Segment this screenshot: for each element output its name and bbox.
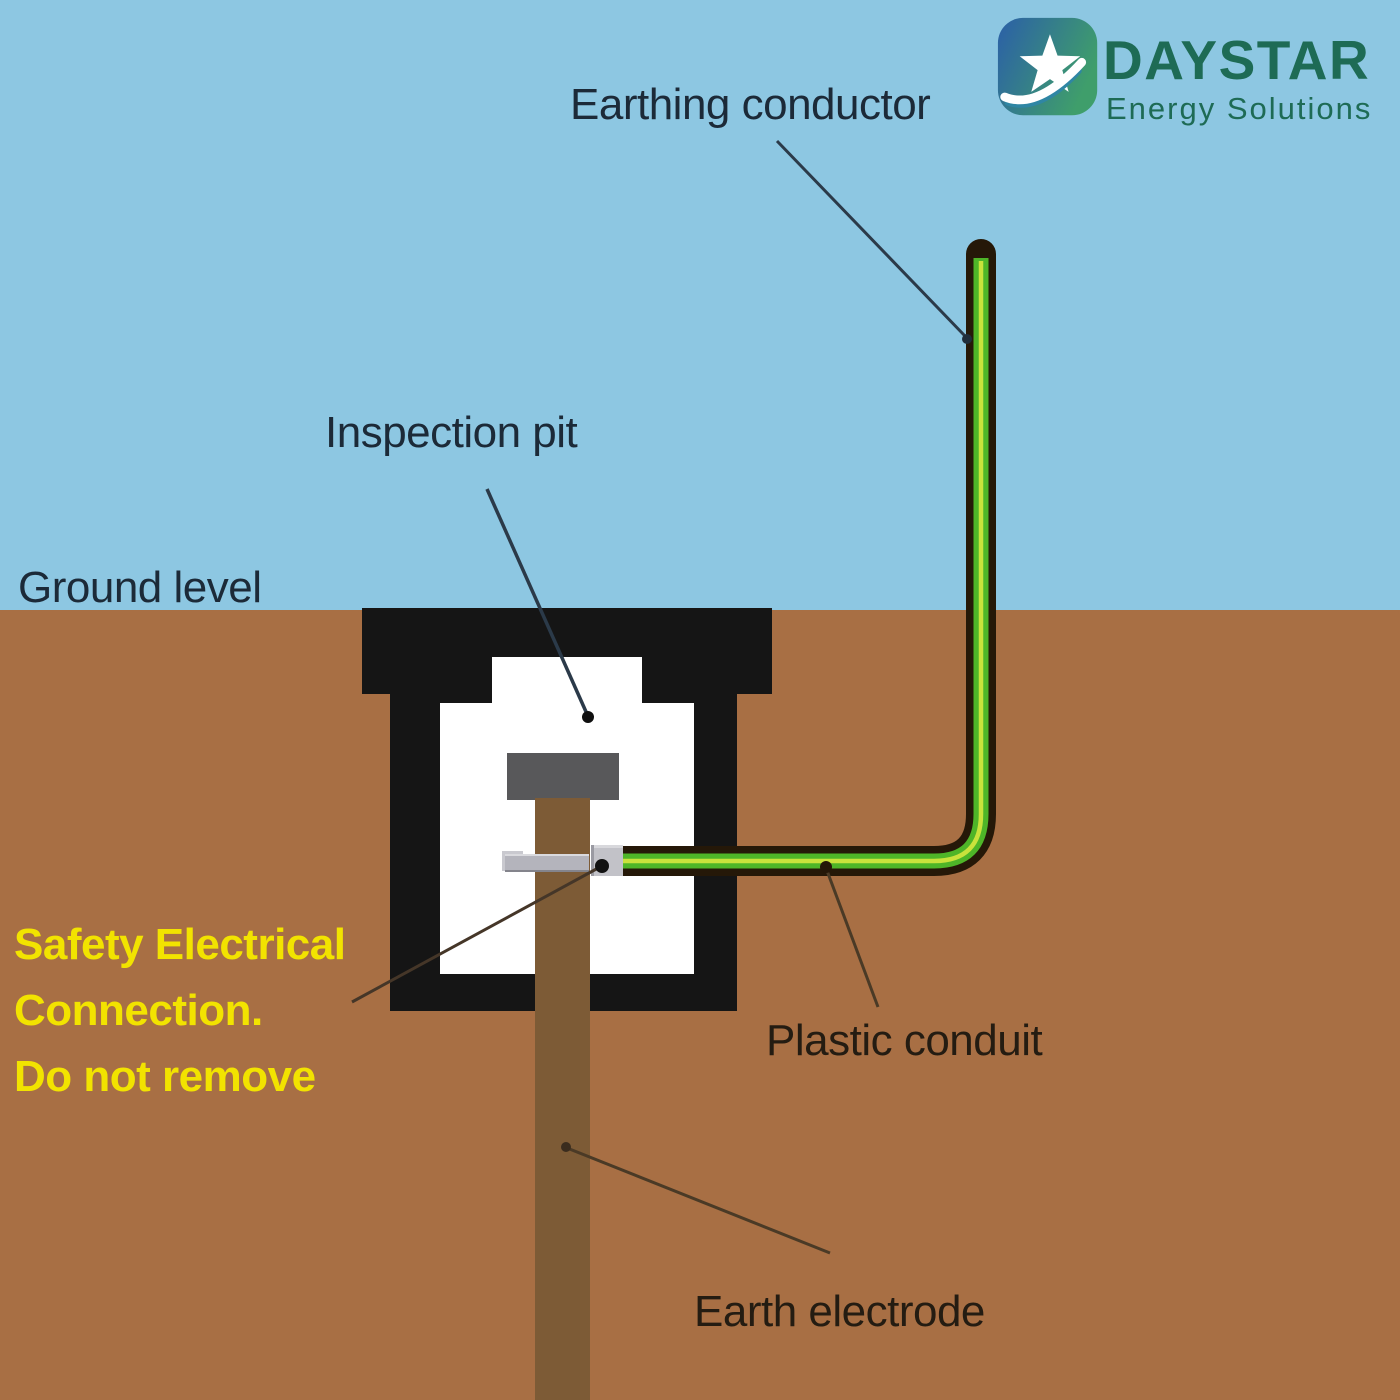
logo-star	[1019, 34, 1081, 92]
safety-note-line3: Do not remove	[14, 1052, 316, 1101]
label-earthing-conductor: Earthing conductor	[570, 80, 931, 129]
safety-note-line1: Safety Electrical	[14, 920, 346, 969]
inspection-pit-opening	[492, 657, 642, 705]
logo-swoosh	[1000, 57, 1087, 105]
label-plastic-conduit: Plastic conduit	[766, 1016, 1043, 1065]
safety-connection-clamp	[591, 845, 623, 876]
daystar-star-swoosh-icon	[997, 17, 1098, 116]
earth-electrode-rod	[535, 798, 590, 1400]
electrode-cap	[507, 753, 619, 800]
safety-note-line2: Connection.	[14, 986, 263, 1035]
logo-title: DAYSTAR	[1103, 29, 1371, 91]
daystar-logo: DAYSTAR Energy Solutions	[993, 14, 1400, 126]
label-earth-electrode: Earth electrode	[694, 1287, 985, 1336]
label-ground-level: Ground level	[18, 563, 262, 612]
label-inspection-pit: Inspection pit	[325, 408, 578, 457]
clamp-bolt	[505, 854, 589, 872]
label-safety-note: Safety Electrical Connection. Do not rem…	[14, 912, 346, 1110]
logo-subtitle: Energy Solutions	[1106, 91, 1373, 126]
